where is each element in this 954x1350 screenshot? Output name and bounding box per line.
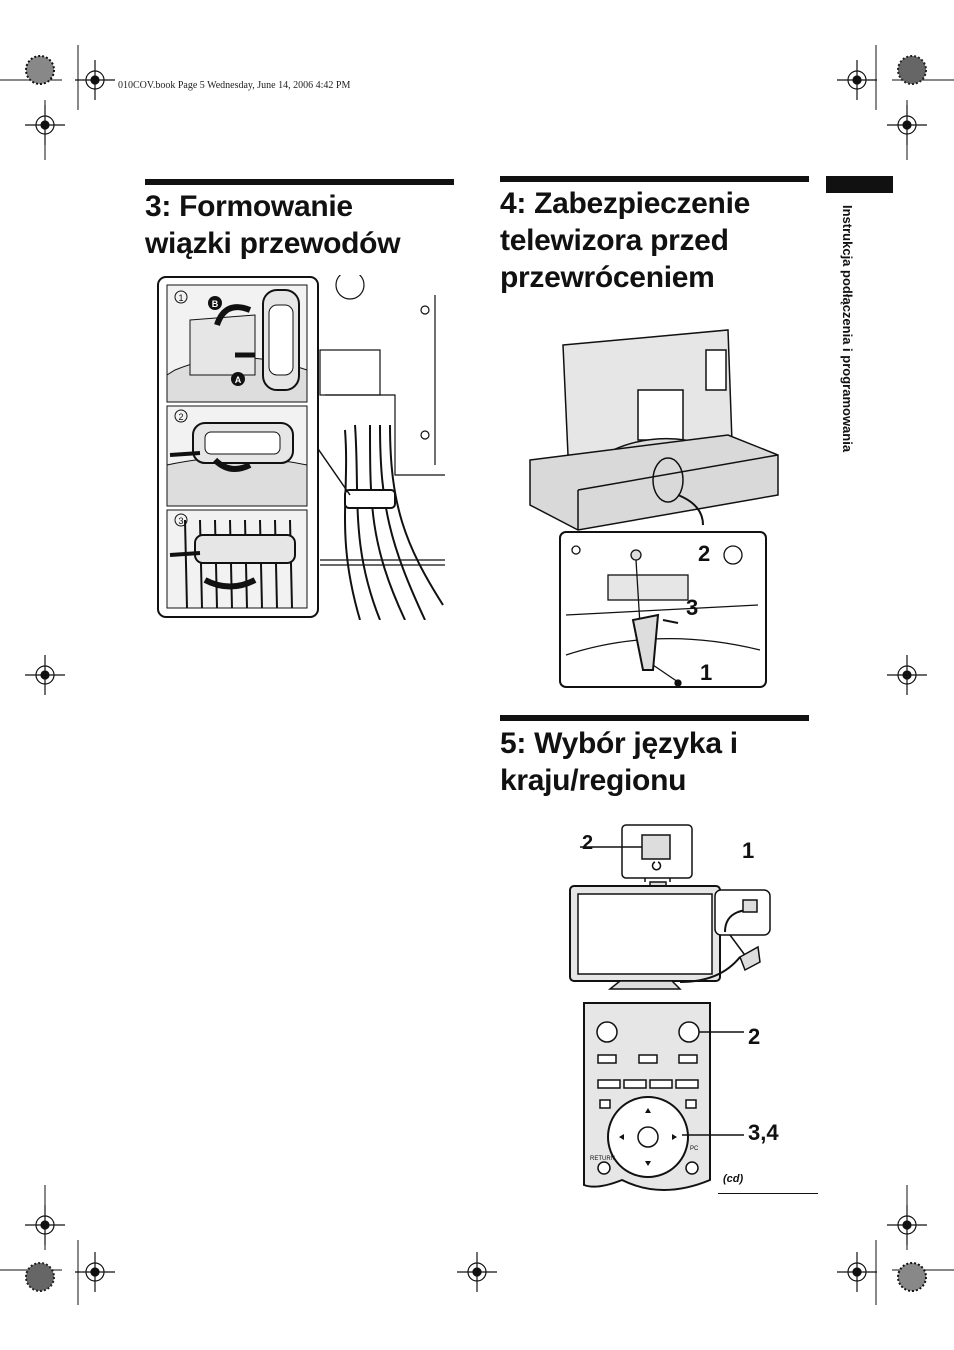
section-5-title: 5: Wybór języka i kraju/regionu xyxy=(500,727,738,797)
marker-b: B xyxy=(212,299,219,309)
remote-pc-label: PC xyxy=(690,1146,699,1152)
continued-rule xyxy=(718,1193,818,1194)
step-2-label: 2 xyxy=(178,412,183,422)
remote-return-label: RETURN xyxy=(590,1156,615,1162)
side-tab-label: Instrukcja podłączenia i programowania xyxy=(840,205,855,453)
callout-strap-3: 3 xyxy=(686,595,698,620)
callout-tv-power-2: 2 xyxy=(582,832,593,854)
section-5-rule xyxy=(500,715,809,721)
section-3-rule xyxy=(145,179,454,185)
continued-label: (cd) xyxy=(723,1173,744,1185)
callout-remote-nav-34: 3,4 xyxy=(748,1120,779,1145)
section-tab-marker xyxy=(826,176,893,193)
cable-bundling-illustration: 1 2 3 B A xyxy=(157,275,445,620)
section-4-rule xyxy=(500,176,809,182)
callout-screw-2: 2 xyxy=(698,541,710,566)
step-3-label: 3 xyxy=(178,516,183,526)
callout-screw-1: 1 xyxy=(700,660,712,685)
marker-a: A xyxy=(235,375,242,385)
tv-anti-tip-illustration: 2 3 1 xyxy=(529,329,779,688)
step-1-label: 1 xyxy=(178,293,183,303)
callout-remote-power-2: 2 xyxy=(748,1024,760,1049)
callout-plug-1: 1 xyxy=(742,838,754,863)
section-3-title: 3: Formowanie wiązki przewodów xyxy=(145,190,401,260)
print-header: 010COV.book Page 5 Wednesday, June 14, 2… xyxy=(118,80,351,91)
tv-power-illustration: 2 1 xyxy=(569,824,771,990)
remote-control-illustration: RETURN PC 2 3,4 xyxy=(583,1002,779,1191)
section-4-title: 4: Zabezpieczenie telewizora przed przew… xyxy=(500,187,750,294)
